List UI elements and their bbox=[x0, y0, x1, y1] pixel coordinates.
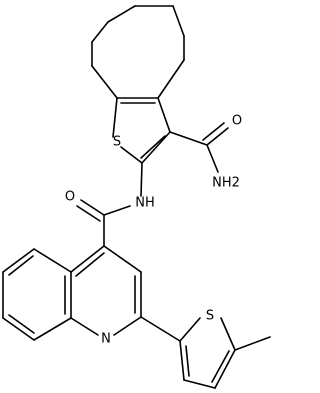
methylthiophene-ring bbox=[140, 316, 271, 389]
bond bbox=[33, 317, 72, 341]
bond bbox=[141, 131, 171, 164]
atom-labels: S O NH2 O NH N S bbox=[65, 114, 242, 347]
atom-sulfur-2: S bbox=[206, 309, 214, 324]
atom-nh: NH bbox=[135, 196, 155, 211]
bond bbox=[211, 350, 230, 383]
cyclooctane-ring bbox=[91, 5, 185, 99]
bond bbox=[2, 248, 35, 273]
bond bbox=[157, 59, 185, 99]
bond bbox=[107, 5, 136, 23]
bond bbox=[75, 252, 105, 277]
bond bbox=[80, 199, 105, 216]
bond bbox=[220, 317, 236, 351]
molecule-diagram: S O NH2 O NH N S bbox=[2, 5, 271, 389]
quinoline-benzo-ring bbox=[2, 248, 72, 341]
bond bbox=[206, 127, 229, 146]
bond bbox=[214, 349, 236, 389]
atom-nitrogen: N bbox=[101, 332, 111, 347]
atom-nh2: NH2 bbox=[212, 176, 240, 191]
bond bbox=[120, 146, 143, 164]
bond bbox=[140, 135, 166, 159]
bond bbox=[179, 340, 185, 381]
atom-oxygen-2: O bbox=[65, 190, 75, 205]
bond bbox=[234, 336, 271, 351]
bond bbox=[103, 205, 131, 216]
thiophene-ring-fused bbox=[112, 97, 171, 164]
bond bbox=[172, 5, 185, 37]
bond bbox=[76, 205, 101, 222]
bond bbox=[183, 379, 216, 389]
bond bbox=[202, 122, 225, 141]
bond bbox=[2, 317, 35, 341]
bond bbox=[206, 144, 219, 173]
bond bbox=[140, 162, 143, 197]
bond bbox=[33, 248, 72, 273]
bond bbox=[8, 314, 35, 334]
bond bbox=[185, 345, 190, 377]
amide-linker bbox=[76, 162, 143, 247]
quinoline-pyridine-ring bbox=[70, 245, 142, 336]
primary-amide-group bbox=[169, 122, 229, 173]
bond bbox=[8, 255, 34, 276]
atom-oxygen-1: O bbox=[232, 114, 242, 129]
bond bbox=[70, 317, 99, 336]
molecule-structure: S O NH2 O NH N S bbox=[2, 5, 271, 389]
bond bbox=[70, 245, 105, 273]
atom-sulfur-1: S bbox=[113, 135, 121, 150]
bond bbox=[157, 97, 171, 133]
bond bbox=[169, 131, 208, 146]
bond bbox=[91, 65, 118, 99]
bond bbox=[140, 316, 181, 342]
bond bbox=[112, 97, 118, 138]
bond bbox=[91, 21, 109, 43]
bond bbox=[179, 317, 201, 342]
bond bbox=[103, 245, 142, 273]
bond bbox=[113, 316, 142, 336]
